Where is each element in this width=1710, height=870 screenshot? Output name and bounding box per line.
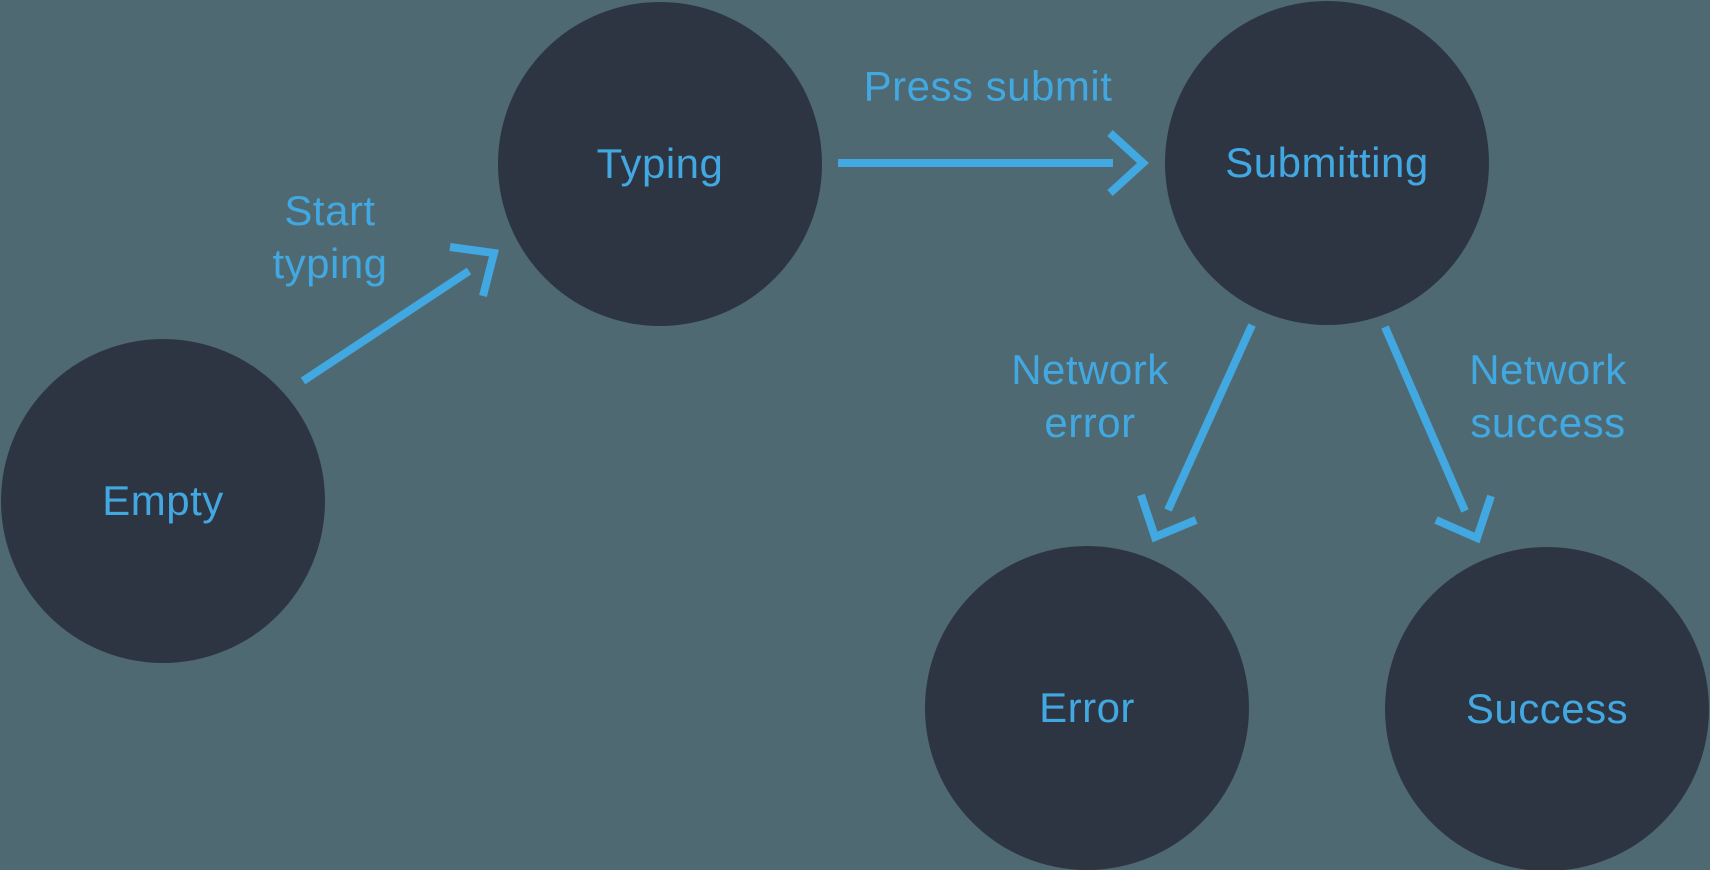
edge-label-line: Network xyxy=(1011,346,1169,393)
edge-arrow-typing-submitting xyxy=(838,130,1149,196)
state-label-submitting: Submitting xyxy=(1225,139,1429,186)
edge-label-line: error xyxy=(1044,399,1136,446)
edge-arrow-empty-typing xyxy=(300,243,499,385)
state-node-success: Success xyxy=(1385,547,1709,870)
edge-label-network-success: Network success xyxy=(1469,343,1627,449)
state-node-typing: Typing xyxy=(498,2,822,326)
edge-label-start-typing: Start typing xyxy=(272,184,387,290)
edge-arrow-submitting-success xyxy=(1381,325,1495,544)
edge-label-line: Start xyxy=(284,187,376,234)
state-label-success: Success xyxy=(1465,685,1629,732)
state-node-submitting: Submitting xyxy=(1165,1,1489,325)
edge-label-line: typing xyxy=(272,240,388,287)
state-node-error: Error xyxy=(925,546,1249,870)
state-node-empty: Empty xyxy=(1,339,325,663)
state-label-typing: Typing xyxy=(596,140,724,187)
edge-arrow-submitting-error xyxy=(1137,323,1256,543)
edge-label-line: Network xyxy=(1469,346,1627,393)
edge-label-line: success xyxy=(1470,399,1626,446)
edge-label-press-submit: Press submit xyxy=(864,60,1113,113)
state-label-error: Error xyxy=(1039,684,1135,731)
edge-label-network-error: Network error xyxy=(1011,343,1169,449)
edge-label-line: Press submit xyxy=(863,62,1113,110)
state-label-empty: Empty xyxy=(102,477,224,524)
